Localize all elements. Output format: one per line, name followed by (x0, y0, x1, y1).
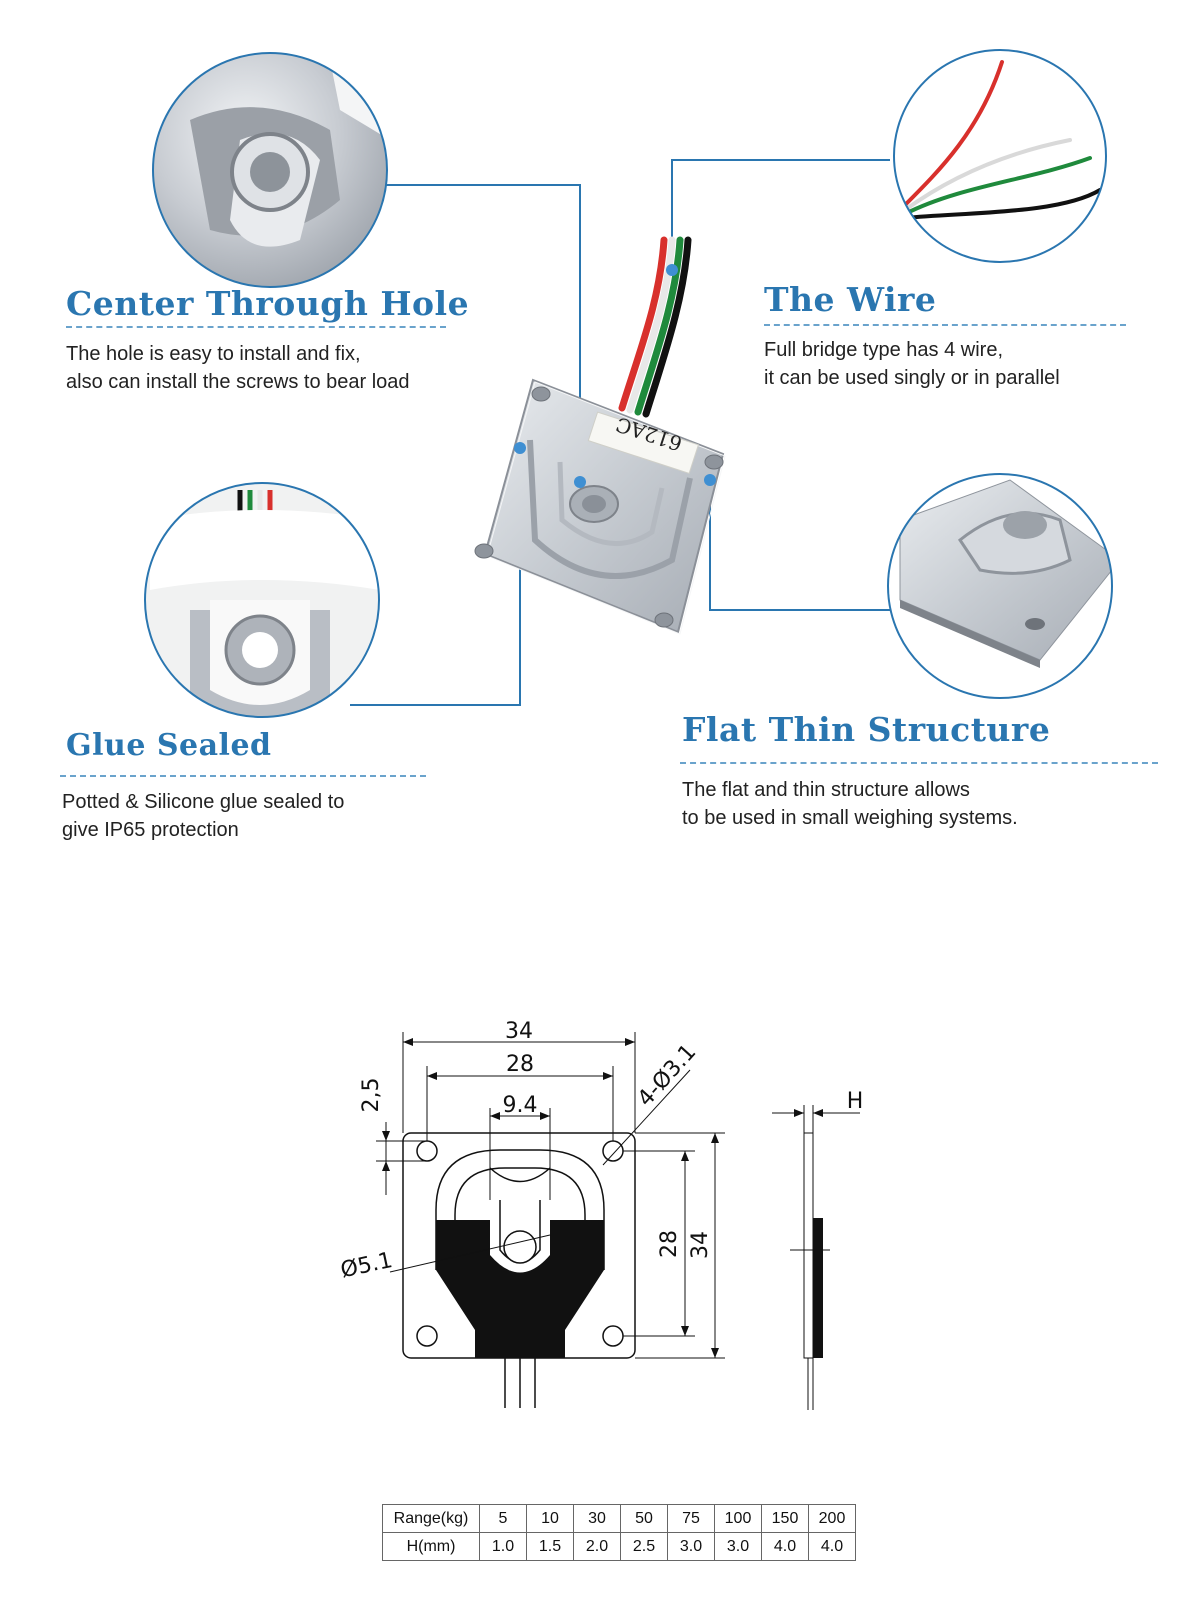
h-cell: 3.0 (714, 1532, 762, 1561)
feature-rule-flat (680, 762, 1158, 764)
load-cell-product (474, 236, 726, 635)
closeup-flat-structure (887, 473, 1113, 699)
dim-28-top: 28 (506, 1052, 534, 1077)
connector-flat (709, 480, 912, 611)
range-cell: 75 (667, 1504, 715, 1533)
spec-table: Range(kg) 5 10 30 50 75 100 150 200 H(mm… (382, 1504, 856, 1561)
dim-h: H (847, 1089, 864, 1114)
range-cell: 30 (573, 1504, 621, 1533)
range-cell: 200 (808, 1504, 856, 1533)
feature-rule-center-hole (66, 326, 446, 328)
feature-desc-line: The hole is easy to install and fix, (66, 343, 361, 365)
closeup-wires (893, 49, 1107, 263)
feature-rule-wire (764, 324, 1126, 326)
feature-desc-line: it can be used singly or in parallel (764, 367, 1060, 389)
h-cell: 1.5 (526, 1532, 574, 1561)
feature-desc-center-hole: The hole is easy to install and fix, als… (66, 340, 410, 396)
dim-28-side: 28 (657, 1230, 682, 1258)
feature-desc-line: to be used in small weighing systems. (682, 807, 1018, 829)
drawing-corner-hole (602, 1140, 624, 1162)
feature-rule-glue (60, 775, 426, 777)
feature-title-glue: Glue Sealed (66, 728, 272, 763)
drawing-corner-hole (416, 1325, 438, 1347)
lead-wires (618, 236, 692, 418)
feature-title-wire: The Wire (764, 280, 937, 319)
feature-desc-line: also can install the screws to bear load (66, 371, 410, 393)
connector-lines (350, 159, 912, 706)
range-cell: 5 (479, 1504, 527, 1533)
dim-holes: 4-Ø3.1 (633, 1040, 701, 1112)
feature-desc-line: Full bridge type has 4 wire, (764, 339, 1004, 361)
drawing-potted-area (436, 1220, 604, 1358)
drawing-outer-u (435, 1149, 605, 1270)
drawing-side-view (803, 1132, 814, 1359)
h-cell: 4.0 (808, 1532, 856, 1561)
dim-9-4: 9.4 (503, 1093, 538, 1118)
drawing-corner-hole (602, 1325, 624, 1347)
drawing-center-hole (503, 1230, 537, 1264)
h-label: H(mm) (382, 1532, 480, 1561)
connector-wire (671, 159, 890, 270)
drawing-plate-outline (402, 1132, 636, 1359)
h-cell: 1.0 (479, 1532, 527, 1561)
h-cell: 3.0 (667, 1532, 715, 1561)
range-cell: 50 (620, 1504, 668, 1533)
h-cell: 2.5 (620, 1532, 668, 1561)
feature-desc-flat: The flat and thin structure allows to be… (682, 776, 1018, 832)
feature-title-center-hole: Center Through Hole (66, 284, 470, 323)
table-row: H(mm) 1.0 1.5 2.0 2.5 3.0 3.0 4.0 4.0 (382, 1532, 856, 1561)
dim-34-side: 34 (688, 1231, 713, 1259)
range-cell: 100 (714, 1504, 762, 1533)
closeup-center-hole (152, 52, 388, 288)
connector-hole (382, 184, 581, 482)
feature-desc-line: Potted & Silicone glue sealed to (62, 791, 345, 813)
table-row: Range(kg) 5 10 30 50 75 100 150 200 (382, 1504, 856, 1533)
range-cell: 10 (526, 1504, 574, 1533)
feature-desc-line: The flat and thin structure allows (682, 779, 970, 801)
dim-center-hole: Ø5.1 (338, 1248, 394, 1283)
dim-34-top: 34 (505, 1019, 533, 1044)
feature-desc-wire: Full bridge type has 4 wire, it can be u… (764, 336, 1060, 392)
closeup-glue-sealed (144, 482, 380, 718)
feature-desc-glue: Potted & Silicone glue sealed to give IP… (62, 788, 344, 844)
feature-desc-line: give IP65 protection (62, 819, 239, 841)
range-label: Range(kg) (382, 1504, 480, 1533)
h-cell: 4.0 (761, 1532, 809, 1561)
feature-title-flat: Flat Thin Structure (682, 710, 1051, 749)
drawing-corner-hole (416, 1140, 438, 1162)
range-cell: 150 (761, 1504, 809, 1533)
dim-2-5: 2,5 (359, 1078, 384, 1113)
feature-illustration (144, 49, 1113, 718)
h-cell: 2.0 (573, 1532, 621, 1561)
